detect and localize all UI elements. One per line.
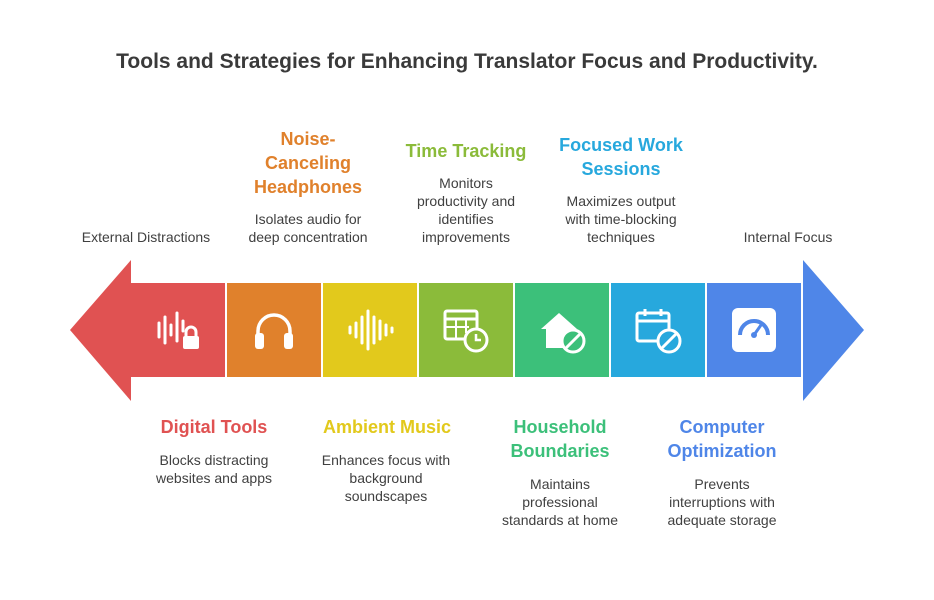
stage-title-digital-tools: Digital Tools [160, 417, 268, 437]
stage-headphones-block [227, 283, 321, 377]
headphones-icon [255, 313, 293, 349]
stage-desc-ambient-music: Enhances focus with background soundscap… [321, 452, 451, 504]
soundwave-lock-icon [157, 311, 199, 349]
right-arrowhead [803, 260, 864, 401]
stage-desc-noise-canceling-headphones: Isolates audio for deep concentration [248, 211, 368, 245]
table-clock-icon [443, 309, 489, 353]
stage-ambient-music-block [323, 283, 417, 377]
home-block-icon [541, 313, 586, 354]
stage-household-boundaries-block [515, 283, 609, 377]
stage-time-tracking-block [419, 283, 513, 377]
right-end-label: Internal Focus [743, 229, 833, 245]
stage-computer-optimization-block [707, 283, 801, 377]
stage-desc-digital-tools: Blocks distracting websites and apps [156, 452, 272, 486]
diagram-title: Tools and Strategies for Enhancing Trans… [116, 50, 818, 73]
stage-title-ambient-music: Ambient Music [322, 417, 451, 437]
stage-title-household-boundaries: Household Boundaries [510, 417, 610, 461]
stage-title-noise-canceling-headphones: Noise- Canceling Headphones [253, 129, 363, 197]
calendar-block-icon [635, 309, 682, 354]
stage-title-focused-work-sessions: Focused Work Sessions [559, 135, 683, 179]
stage-desc-time-tracking: Monitors productivity and identifies imp… [416, 175, 516, 245]
left-end-label: External Distractions [81, 229, 211, 245]
soundwave-icon [348, 309, 394, 351]
stage-desc-computer-optimization: Prevents interruptions with adequate sto… [667, 476, 777, 528]
stage-desc-focused-work-sessions: Maximizes output with time-blocking tech… [565, 193, 677, 245]
gauge-icon [732, 308, 776, 352]
stage-title-computer-optimization: Computer Optimization [667, 417, 777, 461]
left-arrowhead [70, 260, 131, 401]
stage-digital-tools-block [131, 283, 225, 377]
stage-desc-household-boundaries: Maintains professional standards at home [502, 476, 618, 528]
stage-title-time-tracking: Time Tracking [405, 141, 527, 161]
stage-focused-sessions-block [611, 283, 705, 377]
